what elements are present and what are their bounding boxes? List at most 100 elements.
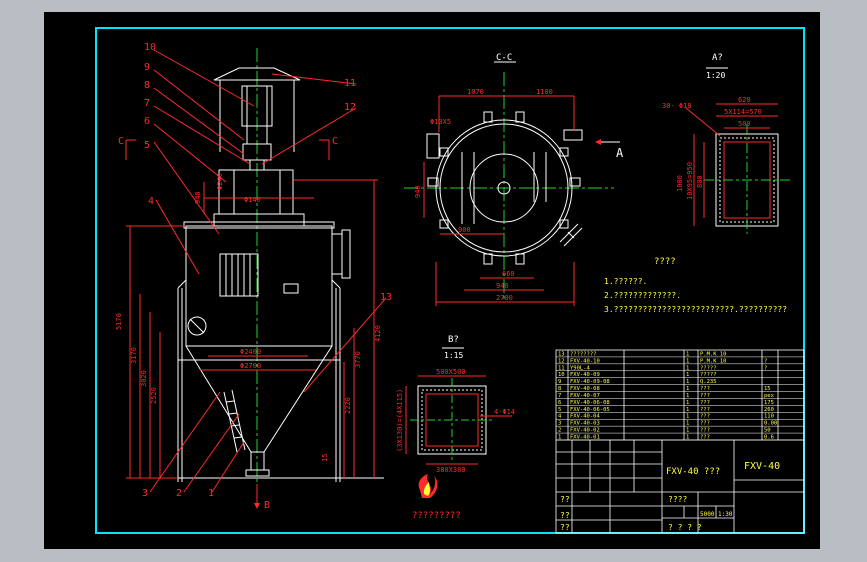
table-cell: FXV-40-04 xyxy=(570,414,600,420)
view-b-scale: 1:15 xyxy=(444,351,463,360)
table-cell: 0.00 xyxy=(764,421,777,427)
table-cell: FXV-40-09-08 xyxy=(570,379,610,385)
table-cell: ??? xyxy=(700,407,710,413)
table-cell: 110 xyxy=(764,414,774,420)
table-cell: ? xyxy=(764,358,767,364)
table-cell: FXV-40-01 xyxy=(570,435,600,441)
part-no-2: 2 xyxy=(176,488,182,499)
dim-h6: 3770 xyxy=(354,351,362,368)
tb-designer: ?? xyxy=(560,495,570,504)
part-no-13: 13 xyxy=(380,292,392,303)
table-cell: 6 xyxy=(558,400,561,406)
dim-d-mid: Φ2400 xyxy=(240,348,261,356)
view-a: A? 1:20 620 5X114=570 500 30- Φ18 1000 1… xyxy=(662,53,790,234)
dim-h8: 15 xyxy=(321,454,329,462)
view-b-title: B? xyxy=(448,335,459,345)
table-cell: 260 xyxy=(764,407,774,413)
dim-h9: 940 xyxy=(194,191,202,204)
section-dim-c: 940 xyxy=(414,185,422,198)
view-b-dim-d: (3X130)=(4X115) xyxy=(396,389,404,452)
view-a-title: A? xyxy=(712,53,723,63)
part-no-11: 11 xyxy=(344,78,356,89)
drawing-border xyxy=(95,27,805,534)
table-cell: ??? xyxy=(700,414,710,420)
part-no-8: 8 xyxy=(144,80,150,91)
arrow-a-label: A xyxy=(616,146,624,160)
section-dim-f: 940 xyxy=(496,282,509,290)
part-no-1: 1 xyxy=(208,488,214,499)
technical-notes: ???? 1.??????. 2.?????????????. 3.??????… xyxy=(604,257,787,314)
drawing-number: FXV-40 xyxy=(744,461,780,472)
table-cell: ????? xyxy=(700,372,717,378)
table-cell: 1 xyxy=(686,407,689,413)
part-no-4: 4 xyxy=(148,196,154,207)
table-cell: 1 xyxy=(686,379,689,385)
table-cell: 1 xyxy=(686,421,689,427)
drawing-sheet: C C 5170 3170 3020 2520 4120 3770 2220 1… xyxy=(44,12,820,549)
table-cell: 1 xyxy=(686,435,689,441)
part-no-5: 5 xyxy=(144,140,150,151)
section-dim-e: 660 xyxy=(502,270,515,278)
drawing-title: FXV-40 ??? xyxy=(666,467,720,477)
table-cell: ???????? xyxy=(570,351,597,357)
table-cell: 1 xyxy=(558,435,561,441)
part-no-9: 9 xyxy=(144,62,150,73)
table-cell: 4 xyxy=(558,414,562,420)
part-no-7: 7 xyxy=(144,98,150,109)
note-item-3: 3.?????????????????????????.?????????? xyxy=(604,305,787,314)
company-logo: ????????? xyxy=(412,474,461,521)
section-dim-d: 900 xyxy=(458,226,471,234)
dim-d-low: Φ2700 xyxy=(240,362,261,370)
section-cc-view: C-C A xyxy=(404,53,624,306)
dim-h1: 5170 xyxy=(115,313,123,330)
table-cell: FXV-40-03 xyxy=(570,421,600,427)
table-cell: ? xyxy=(764,365,767,371)
view-a-dim-b: 5X114=570 xyxy=(724,108,762,116)
view-a-scale: 1:20 xyxy=(706,71,725,80)
view-b-dim-b: 380X380 xyxy=(436,466,466,474)
arrow-b-label: B xyxy=(264,500,270,511)
view-a-dim-e: 1000 xyxy=(676,175,684,192)
table-cell: 0.6 xyxy=(764,435,774,441)
table-cell: 8 xyxy=(558,386,561,392)
table-cell: 1 xyxy=(686,358,689,364)
tb-checker: ?? xyxy=(560,511,570,520)
table-cell: FXV-40-10 xyxy=(570,358,600,364)
table-cell: 15 xyxy=(764,386,771,392)
table-cell: FXV-40-02 xyxy=(570,428,600,434)
dim-d-3: Φ140 xyxy=(244,196,261,204)
tb-sheets: ? ? ? ? xyxy=(668,523,702,532)
view-a-dim-f: 10X95=950 xyxy=(686,162,694,200)
table-cell: 5 xyxy=(558,407,561,413)
table-cell: 1 xyxy=(686,393,689,399)
table-cell: ??? xyxy=(700,400,710,406)
cad-drawing: C C 5170 3170 3020 2520 4120 3770 2220 1… xyxy=(95,27,805,534)
table-cell: P.M.K 10 xyxy=(700,351,727,357)
view-a-dim-g: 800 xyxy=(696,175,704,188)
table-cell: 9 xyxy=(558,379,561,385)
table-cell: 1 xyxy=(686,365,689,371)
table-cell: FXV-40-06-08 xyxy=(570,400,610,406)
table-cell: ??? xyxy=(700,428,710,434)
table-cell: Q.235 xyxy=(700,379,717,385)
section-dim-b: 1100 xyxy=(536,88,553,96)
dim-h3: 3020 xyxy=(140,370,148,387)
table-cell: 3 xyxy=(558,421,561,427)
table-cell: 10 xyxy=(558,372,565,378)
notes-heading: ???? xyxy=(654,257,676,267)
table-cell: 13 xyxy=(558,351,565,357)
table-cell: FXV-40-07 xyxy=(570,393,600,399)
table-cell: 50 xyxy=(764,428,771,434)
part-no-10: 10 xyxy=(144,42,156,53)
part-no-3: 3 xyxy=(142,488,148,499)
cut-c-right-label: C xyxy=(332,136,338,147)
table-cell: P.M.K 10 xyxy=(700,358,727,364)
table-cell: 7 xyxy=(558,393,561,399)
table-cell: ??? xyxy=(700,393,710,399)
table-cell: 1 xyxy=(686,351,689,357)
table-cell: 1 xyxy=(686,414,689,420)
view-a-dim-c: 500 xyxy=(738,120,751,128)
note-item-1: 1.??????. xyxy=(604,277,647,286)
part-no-6: 6 xyxy=(144,116,150,127)
